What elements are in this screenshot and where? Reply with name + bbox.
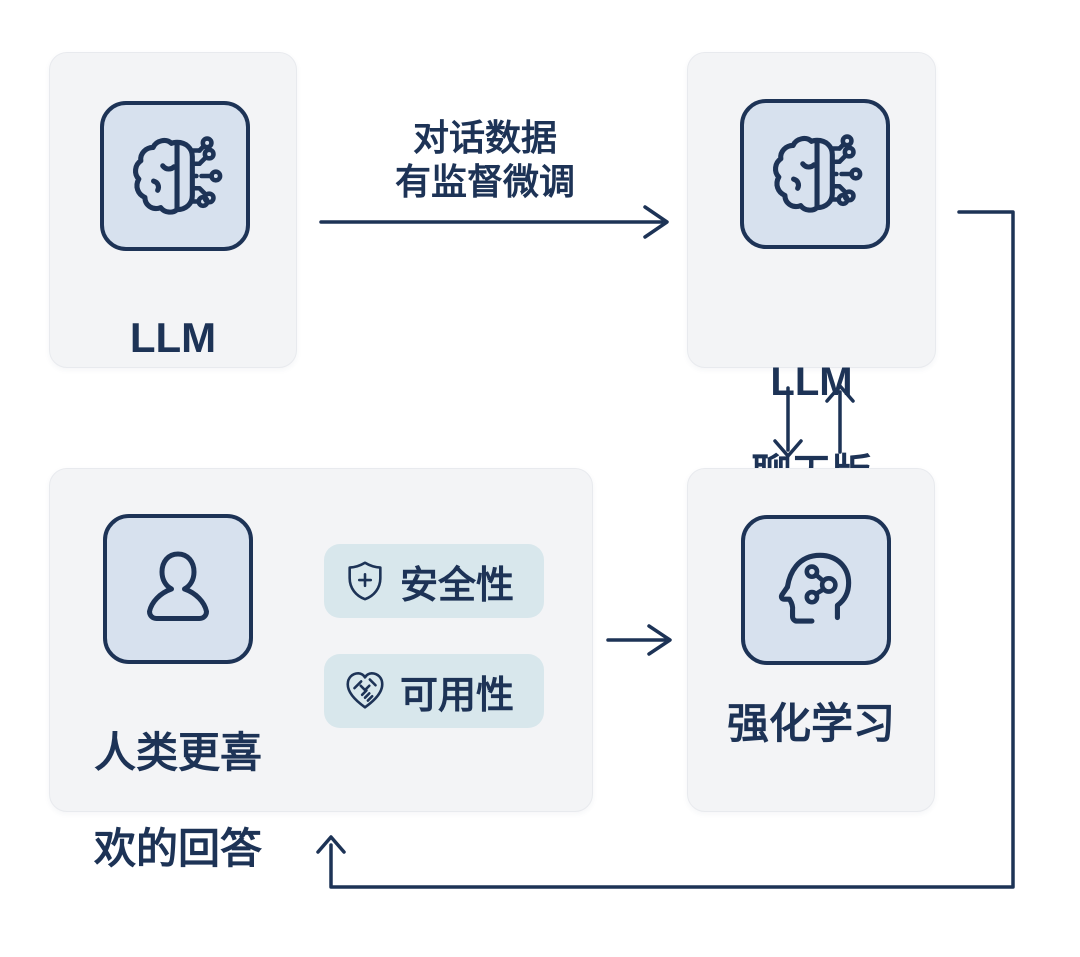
- node-human-label-line1: 人类更喜: [93, 729, 262, 776]
- node-llm-label: LLM: [129, 314, 217, 361]
- node-rl-label: 强化学习: [726, 700, 895, 747]
- usability-badge: 可用性: [324, 654, 544, 728]
- brain-circuit-icon: [133, 136, 223, 215]
- llm-icon-tile: [100, 101, 250, 251]
- sft-edge-label-line2: 有监督微调: [394, 161, 575, 202]
- human-to-rl-arrow: [606, 624, 672, 656]
- llm-chat-icon-tile: [740, 99, 890, 249]
- brain-circuit-icon: [773, 134, 863, 213]
- safety-badge-label: 安全性: [400, 564, 515, 607]
- handshake-heart-icon: [346, 671, 384, 709]
- sft-edge-label-line1: 对话数据: [412, 117, 557, 158]
- shield-plus-icon: [348, 561, 382, 601]
- safety-badge: 安全性: [324, 544, 544, 618]
- node-human-preference: 人类更喜 欢的回答 安全性: [49, 468, 593, 872]
- node-llm-chat: LLM 聊天版: [687, 52, 936, 496]
- head-network-icon: [778, 552, 852, 624]
- person-icon: [147, 551, 209, 621]
- node-rl: 强化学习: [687, 468, 935, 812]
- node-human-label: 人类更喜 欢的回答: [78, 681, 278, 921]
- node-human-label-line2: 欢的回答: [93, 825, 262, 872]
- sft-edge-label: 对话数据 有监督微调: [335, 116, 635, 204]
- human-icon-tile: [103, 514, 253, 664]
- rl-icon-tile: [741, 515, 891, 665]
- sft-arrow: [319, 205, 669, 239]
- node-llm-chat-label-line1: LLM: [770, 360, 853, 404]
- usability-badge-label: 可用性: [400, 674, 515, 717]
- node-llm: LLM: [49, 52, 297, 368]
